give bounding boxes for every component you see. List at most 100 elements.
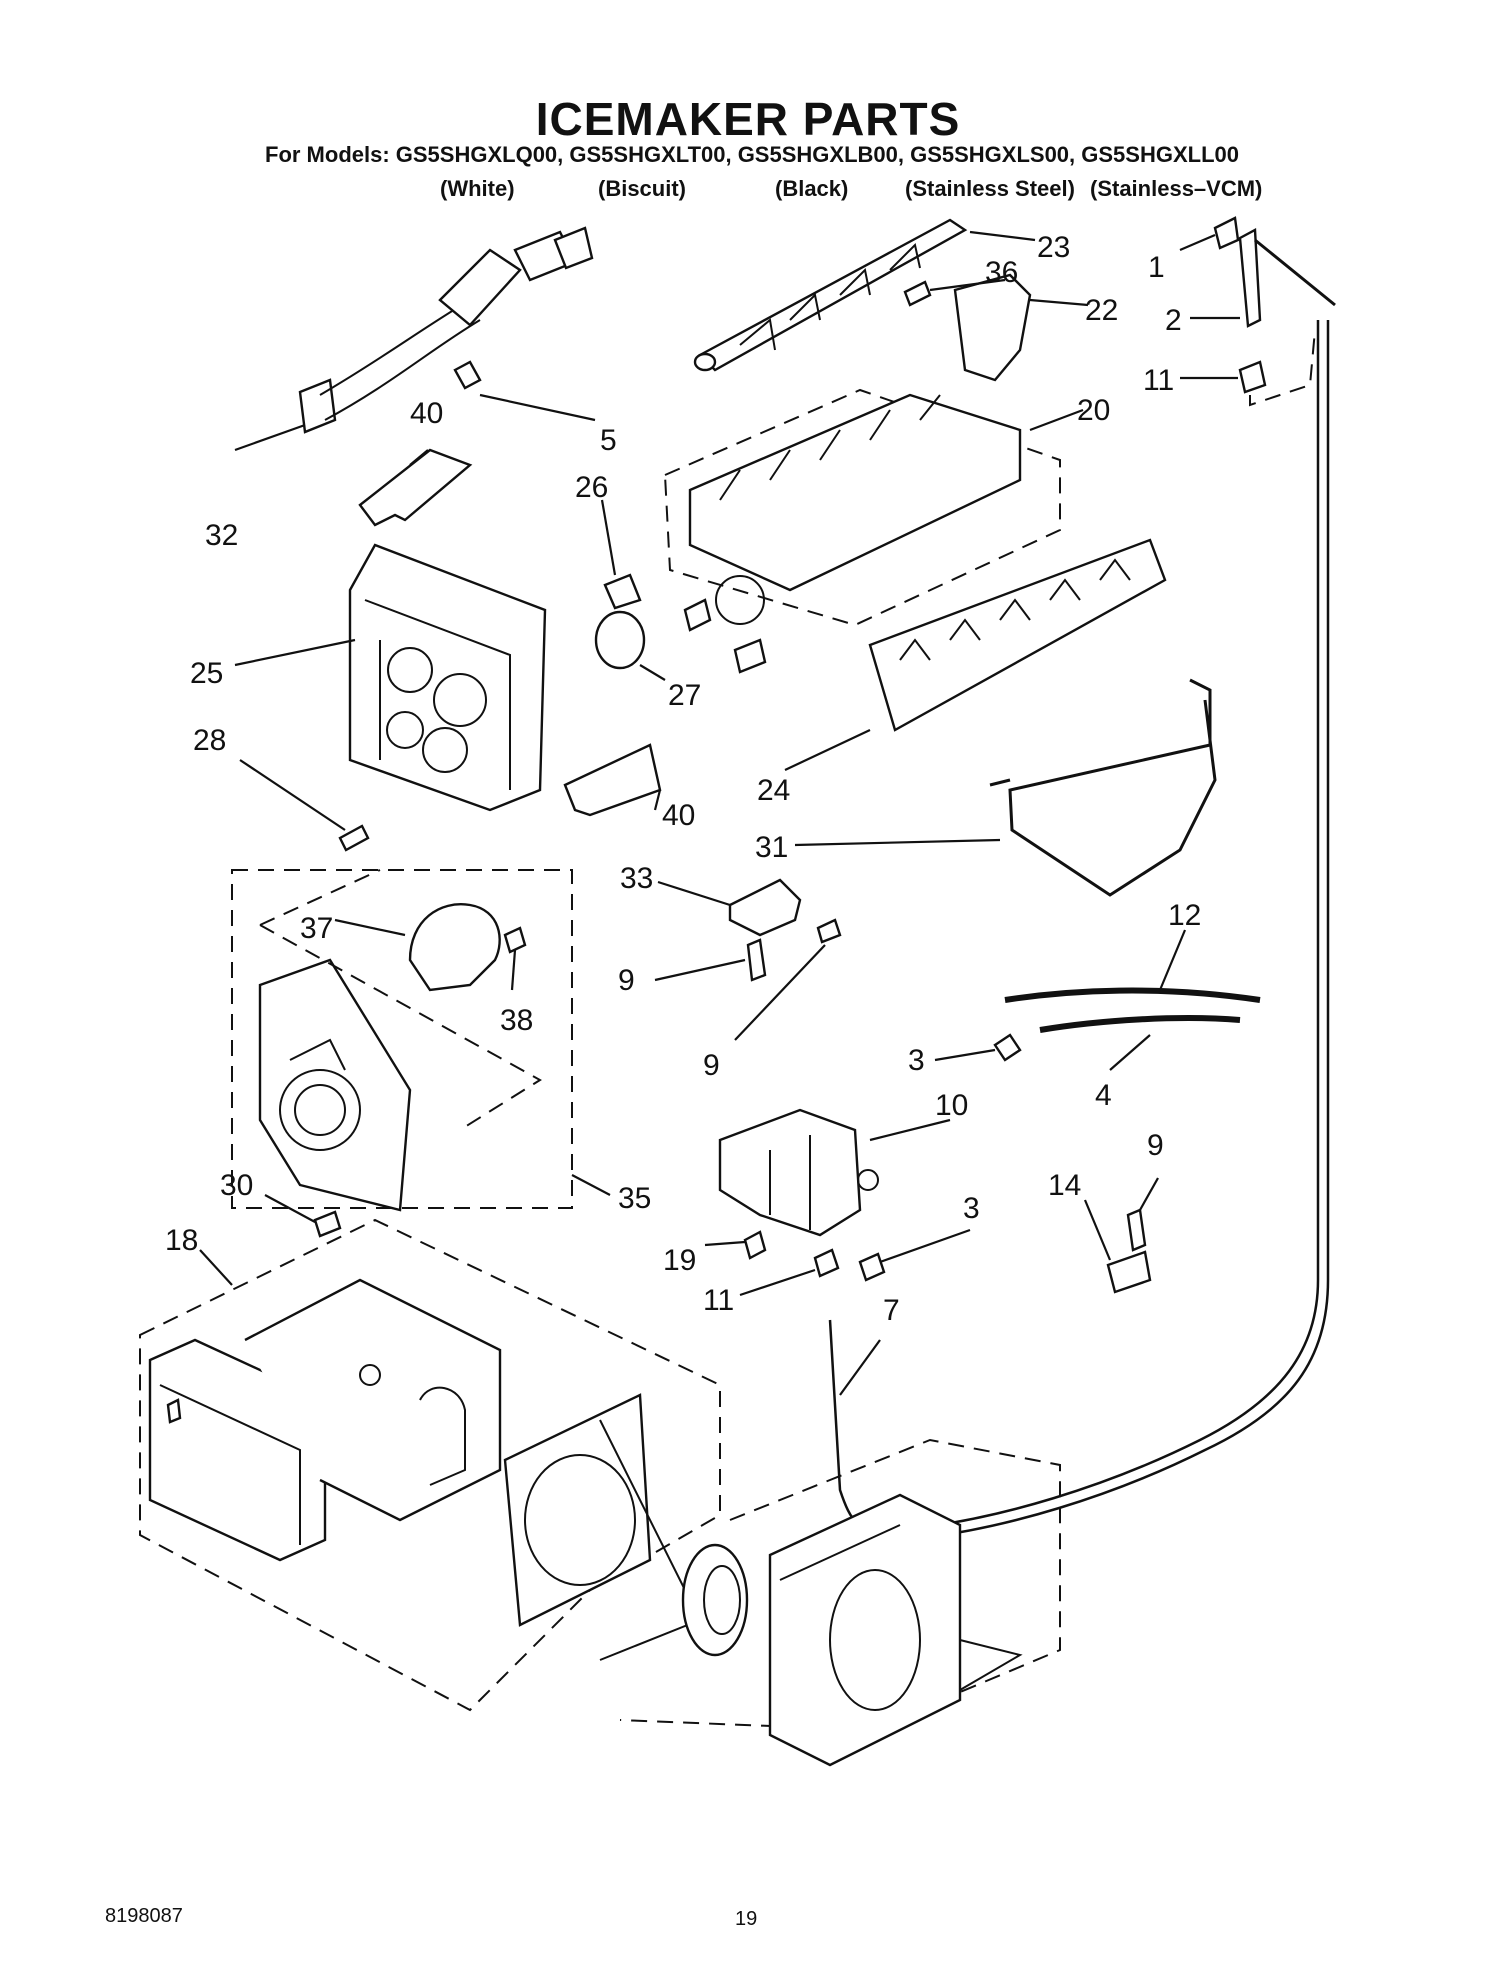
screw-36: [903, 280, 932, 307]
callout-33: 33: [620, 862, 653, 895]
callout-20: 20: [1077, 394, 1110, 427]
leader-40a: [409, 449, 429, 466]
leader-32: [234, 423, 306, 452]
leader-25: [234, 638, 356, 667]
screw-1: [1213, 216, 1240, 250]
leader-35: [571, 1174, 611, 1196]
motor-module: [258, 958, 412, 1212]
callout-9b: 9: [703, 1049, 720, 1082]
leader-38: [510, 949, 517, 991]
control-housing: [348, 543, 547, 812]
callout-10: 10: [935, 1089, 968, 1122]
leader-3b: [879, 1228, 971, 1264]
water-valve: [718, 1108, 879, 1237]
leader-33: [657, 880, 731, 907]
color-white: (White): [440, 176, 515, 201]
nut-3b: [858, 1252, 886, 1282]
wire-harness: [298, 226, 594, 434]
nut-11-bottom: [813, 1248, 840, 1278]
callout-24: 24: [757, 774, 790, 807]
housing-outline: [139, 1218, 721, 1712]
leader-27: [639, 664, 666, 681]
thermostat: [594, 610, 646, 670]
nut-3a: [993, 1033, 1022, 1062]
callout-9a: 9: [618, 964, 635, 997]
callout-4: 4: [1095, 1079, 1112, 1112]
nut-11-top: [1238, 360, 1267, 394]
leader-14: [1083, 1199, 1112, 1261]
auger-motor-housing: [148, 1278, 502, 1562]
bracket-33: [728, 878, 802, 937]
page-title: ICEMAKER PARTS: [535, 93, 961, 145]
callout-40a: 40: [410, 397, 443, 430]
ejector-assembly: [693, 218, 968, 372]
callout-18: 18: [165, 1224, 198, 1257]
screw-9b: [816, 918, 842, 944]
callout-1: 1: [1148, 251, 1165, 284]
thermostat-clip: [603, 573, 642, 610]
leader-9a: [654, 958, 746, 982]
leader-19: [704, 1240, 746, 1247]
leader-11b: [739, 1268, 816, 1297]
callout-22: 22: [1085, 294, 1118, 327]
leader-30: [264, 1194, 316, 1223]
leader-26: [600, 499, 617, 576]
color-stainless-vcm: (Stainless–VCM): [1090, 176, 1263, 201]
evaporator-housing: [768, 1493, 1023, 1767]
shutoff-arm: [1008, 678, 1217, 897]
callout-38: 38: [500, 1004, 533, 1037]
callout-32: 32: [205, 519, 238, 552]
leader-24: [784, 729, 871, 771]
color-stainless-steel: (Stainless Steel): [905, 176, 1075, 201]
leader-22: [1029, 298, 1089, 307]
callout-11b: 11: [703, 1284, 734, 1317]
motor-module-outline: [231, 869, 573, 1209]
callout-27: 27: [668, 679, 701, 712]
leader-12: [1158, 929, 1187, 991]
color-biscuit: (Biscuit): [598, 176, 686, 201]
callout-35: 35: [618, 1182, 651, 1215]
callout-5: 5: [600, 424, 617, 457]
callout-25: 25: [190, 657, 223, 690]
callout-36: 36: [985, 256, 1018, 289]
callout-12: 12: [1168, 899, 1201, 932]
fan-shroud: [503, 1393, 702, 1661]
shield-bottom: [563, 743, 662, 817]
callout-40b: 40: [662, 799, 695, 832]
screw-9a: [746, 938, 767, 982]
leader-36: [929, 278, 1006, 292]
callout-9c: 9: [1147, 1129, 1164, 1162]
callout-28: 28: [193, 724, 226, 757]
leader-20: [1029, 408, 1084, 432]
callout-3b: 3: [963, 1192, 980, 1225]
models-line: For Models: GS5SHGXLQ00, GS5SHGXLT00, GS…: [265, 142, 1239, 167]
fan-blade: [681, 1543, 749, 1657]
leader-9b: [734, 944, 826, 1041]
callout-31: 31: [755, 831, 788, 864]
callout-2: 2: [1165, 304, 1182, 337]
color-black: (Black): [775, 176, 849, 201]
document-code: 8198087: [105, 1905, 183, 1927]
callout-7: 7: [883, 1294, 900, 1327]
leader-23: [969, 230, 1036, 242]
motor-37: [408, 903, 501, 992]
fill-cup: [953, 273, 1032, 382]
screw-38: [503, 926, 527, 954]
tube-12: [1004, 987, 1261, 1003]
leader-31: [794, 838, 1001, 847]
screw-9c: [1126, 1208, 1147, 1252]
leader-5: [479, 393, 596, 422]
leader-4: [1109, 1034, 1151, 1071]
water-tube: [904, 320, 1330, 1542]
leader-28: [239, 759, 346, 831]
callout-26: 26: [575, 471, 608, 504]
callout-37: 37: [300, 912, 333, 945]
tube-2: [1238, 228, 1262, 328]
screw-28: [338, 824, 370, 852]
clamp-14: [1106, 1250, 1152, 1294]
leader-18: [199, 1249, 233, 1286]
leader-3a: [934, 1048, 996, 1062]
callout-labels: 23 36 22 20 1 2 11 40 5 26 32 25 27 28 2…: [165, 231, 1201, 1327]
ice-mold: [683, 393, 1022, 674]
